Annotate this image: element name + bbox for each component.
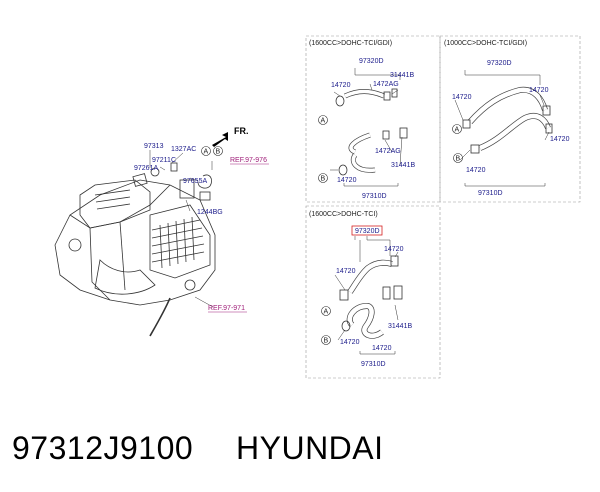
- svg-text:A: A: [321, 118, 326, 125]
- panel-1-header: (1600CC>DOHC-TCI/GDI): [309, 40, 392, 47]
- svg-text:B: B: [321, 176, 326, 183]
- reference-97-971: REF.97-971: [208, 305, 245, 312]
- p2-label-14720-left-top: 14720: [452, 94, 472, 101]
- p3-label-14720-bottom-left: 14720: [340, 339, 360, 346]
- svg-text:B: B: [324, 338, 329, 345]
- p1-label-1472ag-top: 1472AG: [373, 81, 399, 88]
- label-1244bg: 1244BG: [197, 209, 223, 216]
- p2-connector-b-marker: B: [453, 153, 463, 163]
- connector-a-marker: A: [201, 146, 211, 156]
- p1-label-31441b-top: 31441B: [390, 72, 414, 79]
- brand-name: HYUNDAI: [236, 430, 384, 466]
- p3-label-14720-bottom-right: 14720: [372, 345, 392, 352]
- p3-label-14720-left: 14720: [336, 268, 356, 275]
- svg-text:A: A: [324, 309, 329, 316]
- part-number: 97312J9100: [12, 430, 194, 466]
- p3-connector-b-marker: B: [321, 335, 331, 345]
- label-97313: 97313: [144, 143, 164, 150]
- p1-connector-a-marker: A: [318, 115, 328, 125]
- highlighted-part-box: [351, 225, 383, 236]
- label-1327ac: 1327AC: [171, 146, 196, 153]
- reference-97-976: REF.97-976: [230, 157, 267, 164]
- svg-text:B: B: [456, 156, 461, 163]
- p2-label-14720-right-bottom: 14720: [550, 136, 570, 143]
- footer: [0, 408, 600, 492]
- p3-label-97320d: 97320D: [355, 228, 380, 235]
- panel-3-header: (1600CC>DOHC-TCI): [309, 211, 378, 218]
- svg-text:A: A: [455, 127, 460, 134]
- p3-label-14720-top-right: 14720: [384, 246, 404, 253]
- direction-label: FR.: [234, 126, 249, 136]
- p1-label-31441b-bottom: 31441B: [391, 162, 415, 169]
- label-97211c: 97211C: [152, 157, 176, 164]
- hvac-assembly-drawing: [54, 150, 216, 337]
- p1-connector-b-marker: B: [318, 173, 328, 183]
- p1-label-97310d: 97310D: [362, 193, 387, 200]
- front-direction-arrow-icon: [212, 132, 228, 147]
- p2-label-14720-left-bottom: 14720: [466, 167, 486, 174]
- svg-text:B: B: [216, 149, 221, 156]
- svg-text:A: A: [204, 149, 209, 156]
- p1-label-14720-top: 14720: [331, 82, 351, 89]
- panel-2-header: (1000CC>DOHC-TCI/GDI): [444, 40, 527, 47]
- p2-label-97320d: 97320D: [487, 60, 512, 67]
- p1-label-1472ag-bottom: 1472AG: [375, 148, 401, 155]
- connector-b-marker: B: [213, 146, 223, 156]
- label-97655a: 97655A: [183, 178, 207, 185]
- p3-label-97310d: 97310D: [361, 361, 386, 368]
- p3-label-31441b: 31441B: [388, 323, 412, 330]
- p1-label-97320d: 97320D: [359, 58, 384, 65]
- p2-label-97310d: 97310D: [478, 190, 503, 197]
- p2-label-14720-right-top: 14720: [529, 87, 549, 94]
- p1-label-14720-bottom: 14720: [337, 177, 357, 184]
- parts-diagram: FR. 97313 1327AC 97211C 97261A 97655A 12…: [54, 35, 581, 379]
- label-97261a: 97261A: [134, 165, 158, 172]
- p2-connector-a-marker: A: [452, 124, 462, 134]
- p3-connector-a-marker: A: [321, 306, 331, 316]
- panel-1600cc-tci-gdi: (1600CC>DOHC-TCI/GDI) 97320D 31441B 1472…: [305, 35, 441, 203]
- panel-1000cc-tci-gdi: (1000CC>DOHC-TCI/GDI) 97320D 14720 14720…: [439, 35, 581, 203]
- panel-1600cc-tci: (1600CC>DOHC-TCI) 97320D 14720 14720 314…: [305, 205, 441, 379]
